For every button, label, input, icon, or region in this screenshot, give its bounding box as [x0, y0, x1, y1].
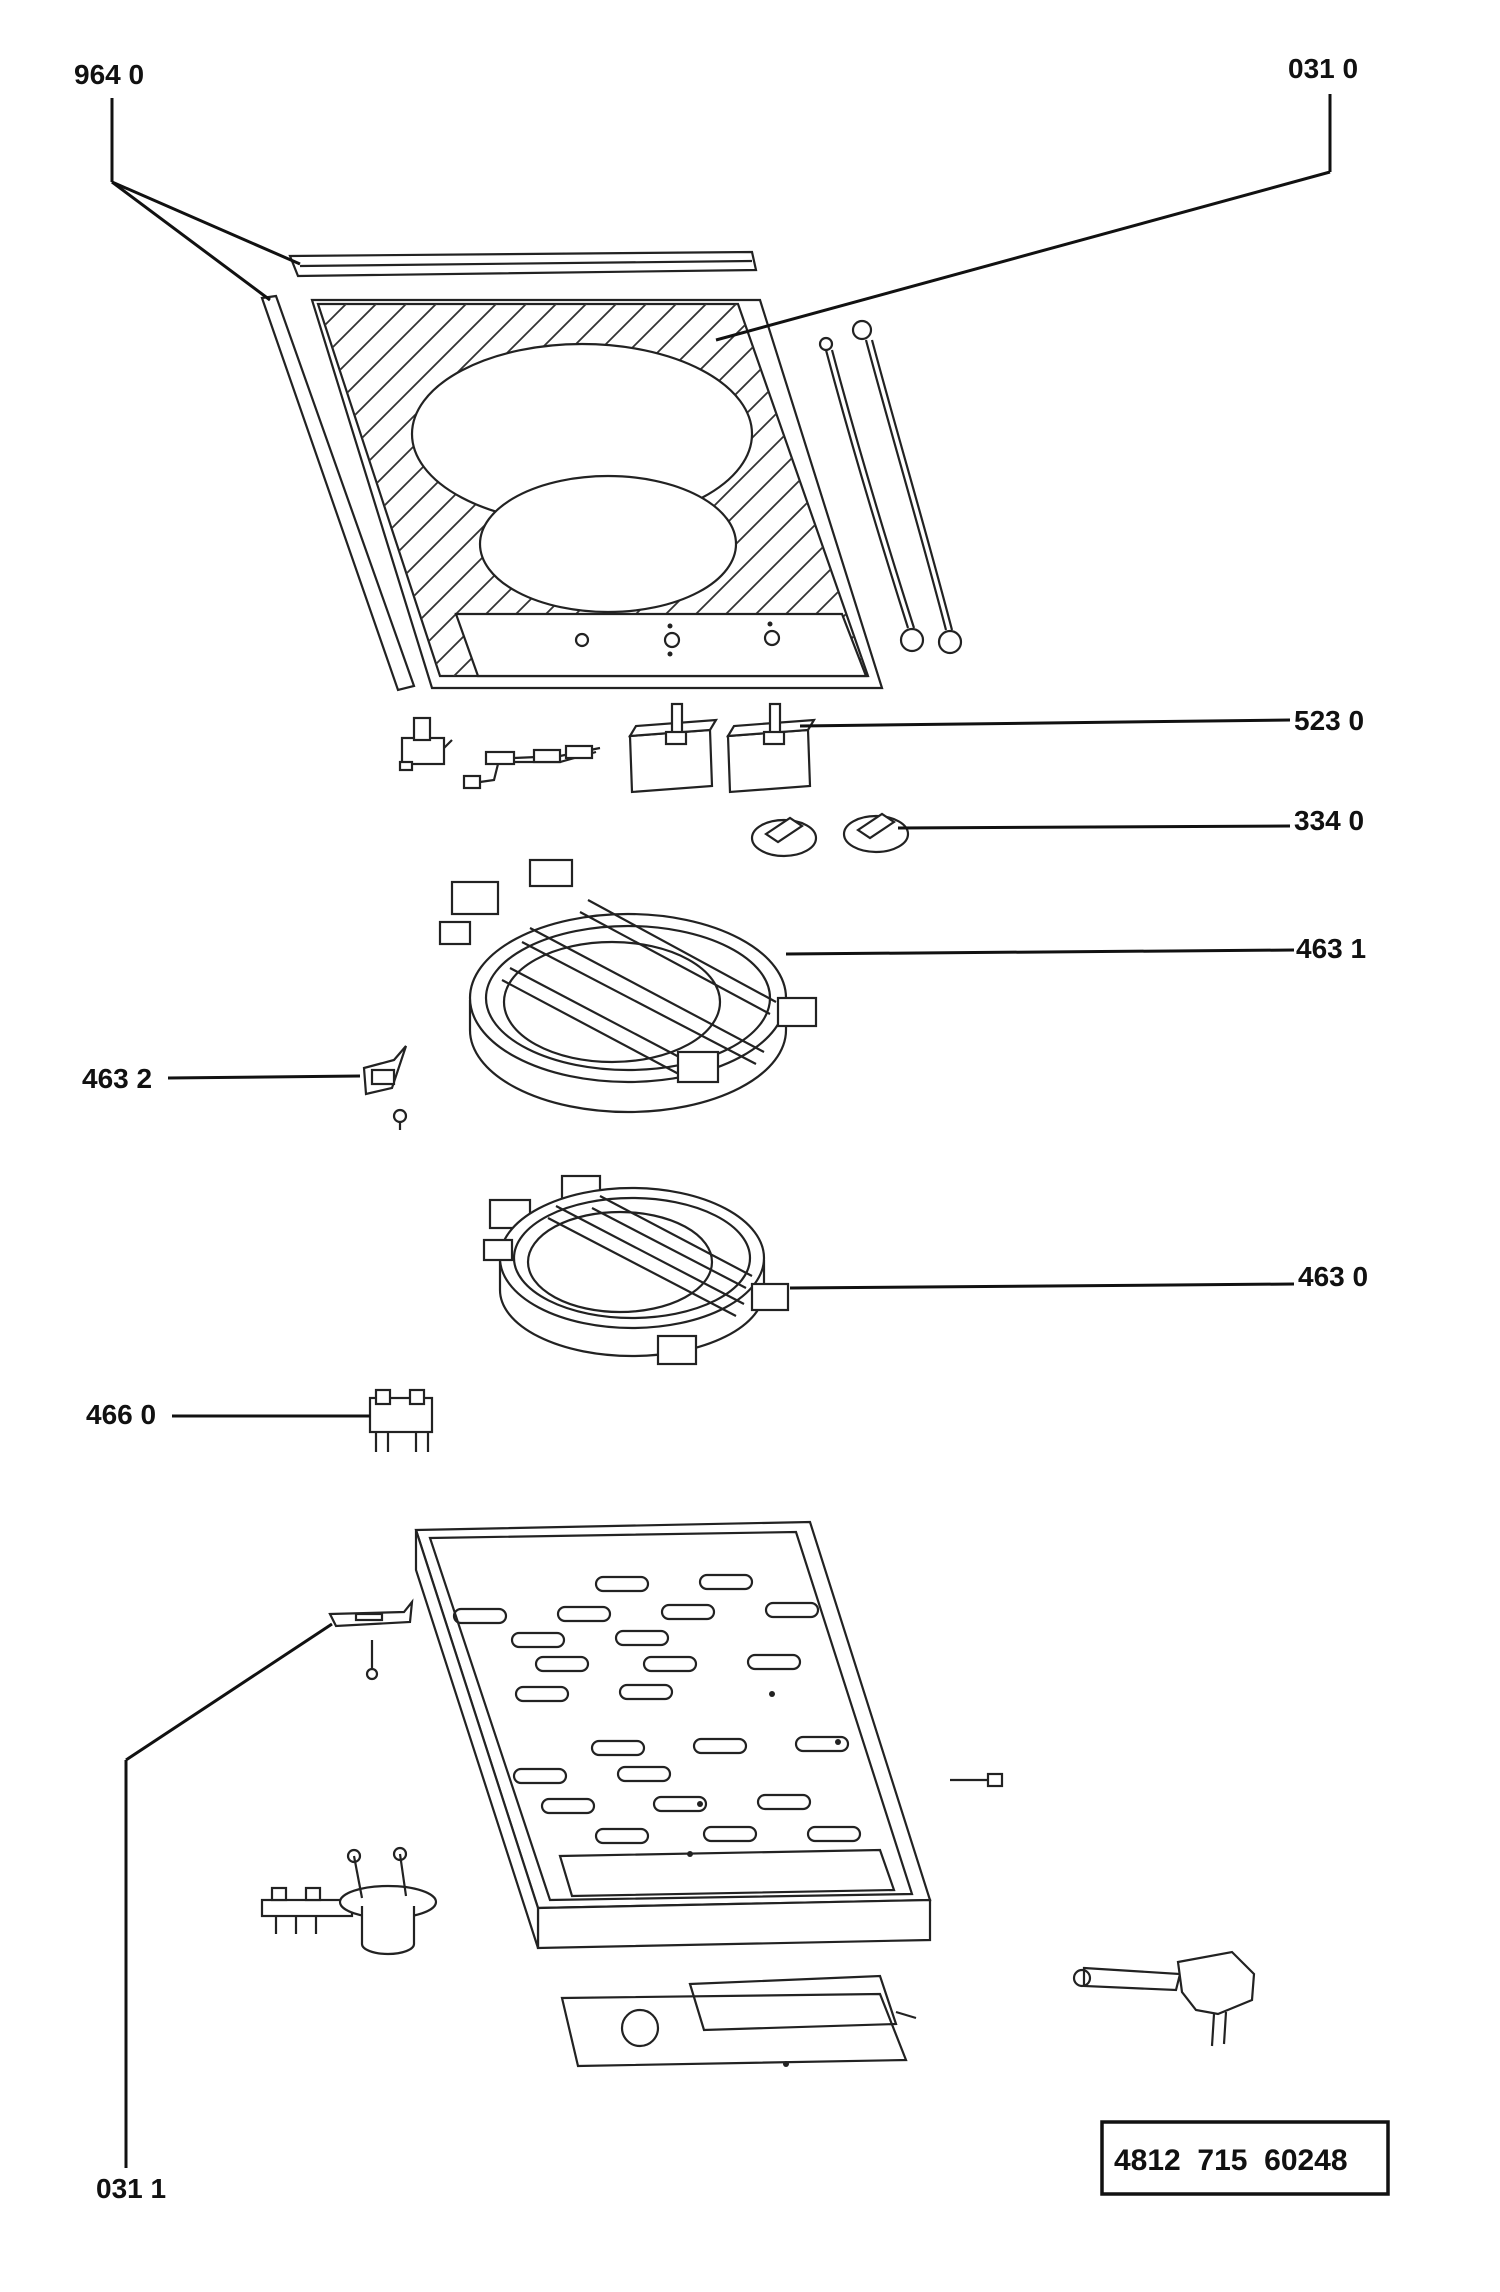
earth-cable-short [818, 336, 925, 653]
label-523-0: 523 0 [1294, 705, 1364, 736]
document-number: 4812 715 60248 [1114, 2144, 1348, 2177]
tray-vent-slot [614, 1629, 670, 1647]
tray-vent-slot [594, 1575, 650, 1593]
element-fixing-clip [362, 1045, 408, 1130]
tray-vent-slot [590, 1739, 646, 1757]
terminal-block-small [398, 716, 453, 772]
tray-vent-slot [764, 1601, 820, 1619]
tray-vent-slot [618, 1683, 674, 1701]
control-knob-right [842, 812, 910, 854]
terminal-bracket [368, 1388, 434, 1452]
cord-clamp [338, 1846, 438, 1956]
earth-cable-long [851, 319, 963, 655]
label-466-0: 466 0 [86, 1399, 156, 1430]
tray-vent-slot [510, 1631, 566, 1649]
tray-screw [950, 1772, 1004, 1788]
energy-regulator-right [725, 702, 817, 794]
tray-vent-slot [616, 1765, 672, 1783]
tray-vent-slot [512, 1767, 568, 1785]
tray-vent-slot [660, 1603, 716, 1621]
label-463-0: 463 0 [1298, 1261, 1368, 1292]
tray-vent-slot [452, 1607, 508, 1625]
mains-plug [1072, 1950, 1256, 2047]
energy-regulator-left [627, 702, 719, 794]
tray-vent-slot [746, 1653, 802, 1671]
tray-vent-slot [702, 1825, 758, 1843]
trim-strip-side [260, 294, 416, 692]
tray-vent-slot [698, 1573, 754, 1591]
label-031-1: 031 1 [96, 2173, 166, 2204]
ceramic-glass-top [310, 298, 884, 690]
wiring-harness [462, 744, 601, 790]
tray-vent-slot [692, 1737, 748, 1755]
hob-element-large [438, 858, 818, 1114]
leader-lines [110, 94, 1332, 2168]
bottom-cover-plate [560, 1974, 917, 2068]
tray-vent-slot [806, 1825, 862, 1843]
mains-terminal-block [260, 1886, 354, 1934]
tray-vent-slot [652, 1795, 708, 1813]
base-tray [414, 1520, 932, 1950]
label-031-0: 031 0 [1288, 53, 1358, 84]
trim-strip-top [288, 250, 758, 278]
tray-vent-slot [756, 1793, 812, 1811]
tray-vent-slot [534, 1655, 590, 1673]
tray-vent-slot [540, 1797, 596, 1815]
earth-bracket [328, 1598, 414, 1681]
control-knob-left [750, 816, 818, 858]
label-463-2: 463 2 [82, 1063, 152, 1094]
tray-vent-slot [556, 1605, 612, 1623]
label-463-1: 463 1 [1296, 933, 1366, 964]
tray-vent-slot [594, 1827, 650, 1845]
label-334-0: 334 0 [1294, 805, 1364, 836]
tray-vent-slot [642, 1655, 698, 1673]
document-number-box: 4812 715 60248 [1100, 2120, 1390, 2196]
tray-vent-slot [794, 1735, 850, 1753]
label-964-0: 964 0 [74, 59, 144, 90]
tray-vent-slot [514, 1685, 570, 1703]
hob-element-small [482, 1174, 790, 1366]
